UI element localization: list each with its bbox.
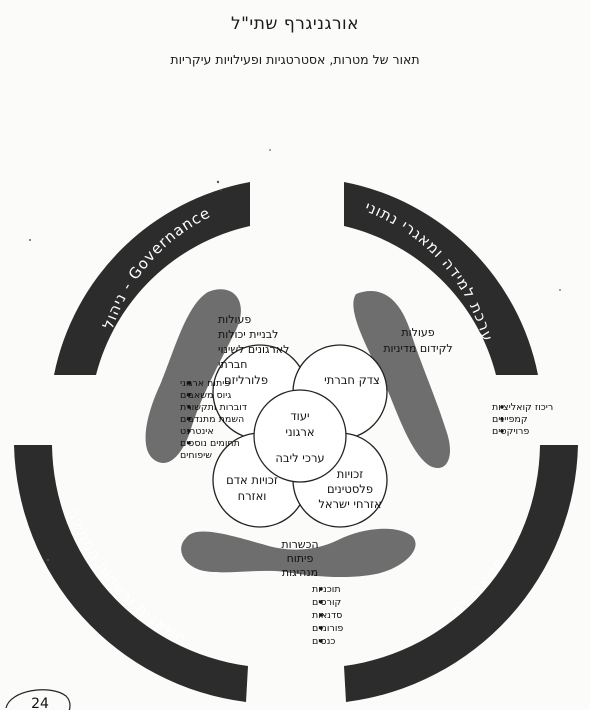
left-blob-text: פעולות לבניית יכולות לארגונים לשינוי חבר… bbox=[180, 313, 289, 461]
speck bbox=[269, 149, 271, 151]
page-title: אורגניגרף שתי"ל bbox=[230, 14, 360, 34]
center-label-core-line2: ארגוני bbox=[285, 425, 314, 439]
bullet-icon bbox=[500, 417, 504, 421]
left-item-1: פיתוח ארגוני bbox=[180, 378, 230, 389]
speck bbox=[216, 180, 220, 184]
left-item-5: אינטרנט bbox=[180, 426, 214, 437]
left-heading-line3: לארגונים לשינוי bbox=[218, 343, 289, 356]
page-subtitle: תאור של מטרות, אסטרטגיות ופעילויות עיקרי… bbox=[170, 52, 420, 67]
left-blob bbox=[145, 289, 241, 463]
ring-segment-bottom-left bbox=[14, 445, 248, 702]
left-item-2: גיוס משאבים bbox=[180, 390, 231, 401]
bullet-icon bbox=[187, 381, 191, 385]
left-heading-line4: חברתי bbox=[218, 358, 247, 371]
speck bbox=[47, 559, 49, 561]
right-blob-text: פעולות לקידום מדיניות ריכוז קואליציות קמ… bbox=[383, 326, 553, 437]
bottom-item-3: סדנאות bbox=[312, 610, 342, 621]
bullet-icon bbox=[500, 429, 504, 433]
bullet-icon bbox=[187, 441, 191, 445]
right-blob bbox=[353, 291, 451, 469]
bullet-icon bbox=[319, 639, 323, 643]
bullet-icon bbox=[319, 626, 323, 630]
bullet-icon bbox=[500, 405, 504, 409]
right-heading-line1: פעולות bbox=[401, 326, 434, 339]
bullet-icon bbox=[319, 613, 323, 617]
center-label-core-values: ערכי ליבה bbox=[275, 451, 324, 465]
speck bbox=[559, 289, 561, 291]
bottom-heading-line2: פיתוח bbox=[287, 552, 314, 565]
right-item-2: קמפיינים bbox=[492, 414, 528, 425]
bottom-item-4: פורומים bbox=[312, 623, 343, 634]
ring-label-top-right: מערכת למידה ומאגרי נתונים bbox=[0, 0, 497, 344]
right-heading-line2: לקידום מדיניות bbox=[383, 342, 452, 355]
bottom-blob-text: הכשרות פיתוח מנהיגות תוכניות קורסים סדנא… bbox=[281, 538, 343, 647]
corner-circle-mark bbox=[5, 689, 71, 710]
speck bbox=[29, 239, 31, 241]
speck bbox=[220, 189, 222, 191]
left-heading-line1: פעולות bbox=[218, 313, 251, 326]
bullet-icon bbox=[187, 429, 191, 433]
right-item-3: פרויקטים bbox=[492, 426, 529, 437]
center-label-social-justice: צדק חברתי bbox=[324, 373, 380, 387]
left-item-6: תחומים נוספים bbox=[180, 438, 240, 449]
center-label-human-rights-line2: ואזרח bbox=[238, 489, 267, 503]
center-label-palestinians-line3: אזרחי ישראל bbox=[318, 497, 381, 511]
center-label-palestinians-line2: פלסטינים bbox=[327, 482, 373, 496]
ring-segment-top-left bbox=[54, 182, 250, 375]
bottom-heading-line1: הכשרות bbox=[281, 538, 318, 551]
corner-number: 24 bbox=[31, 696, 49, 710]
bullet-icon bbox=[187, 405, 191, 409]
bottom-blob bbox=[181, 528, 416, 578]
center-label-pluralism: פלורליזם bbox=[224, 373, 268, 387]
right-item-1: ריכוז קואליציות bbox=[492, 402, 553, 413]
bullet-icon bbox=[319, 600, 323, 604]
bottom-item-2: קורסים bbox=[312, 597, 342, 608]
bullet-icon bbox=[187, 393, 191, 397]
bottom-item-1: תוכניות bbox=[312, 584, 341, 595]
center-label-palestinians-line1: זכויות bbox=[337, 467, 363, 481]
center-label-core-line1: יעוד bbox=[290, 409, 309, 423]
ring-segment-top-right bbox=[344, 182, 538, 375]
bottom-heading-line3: מנהיגות bbox=[282, 566, 318, 579]
left-heading-line2: לבניית יכולות bbox=[218, 328, 278, 341]
center-label-human-rights-line1: זכויות אדם bbox=[226, 473, 278, 487]
left-item-7: שיפוחים bbox=[180, 450, 212, 461]
bullet-icon bbox=[187, 417, 191, 421]
center-circle-core bbox=[253, 389, 347, 483]
ring-segment-bottom-right bbox=[344, 445, 578, 702]
bullet-icon bbox=[319, 587, 323, 591]
left-item-4: השמת מתנדבים bbox=[180, 414, 244, 425]
bottom-item-5: כנסים bbox=[312, 636, 335, 647]
left-item-3: דוברות ותקשורת bbox=[180, 402, 247, 413]
